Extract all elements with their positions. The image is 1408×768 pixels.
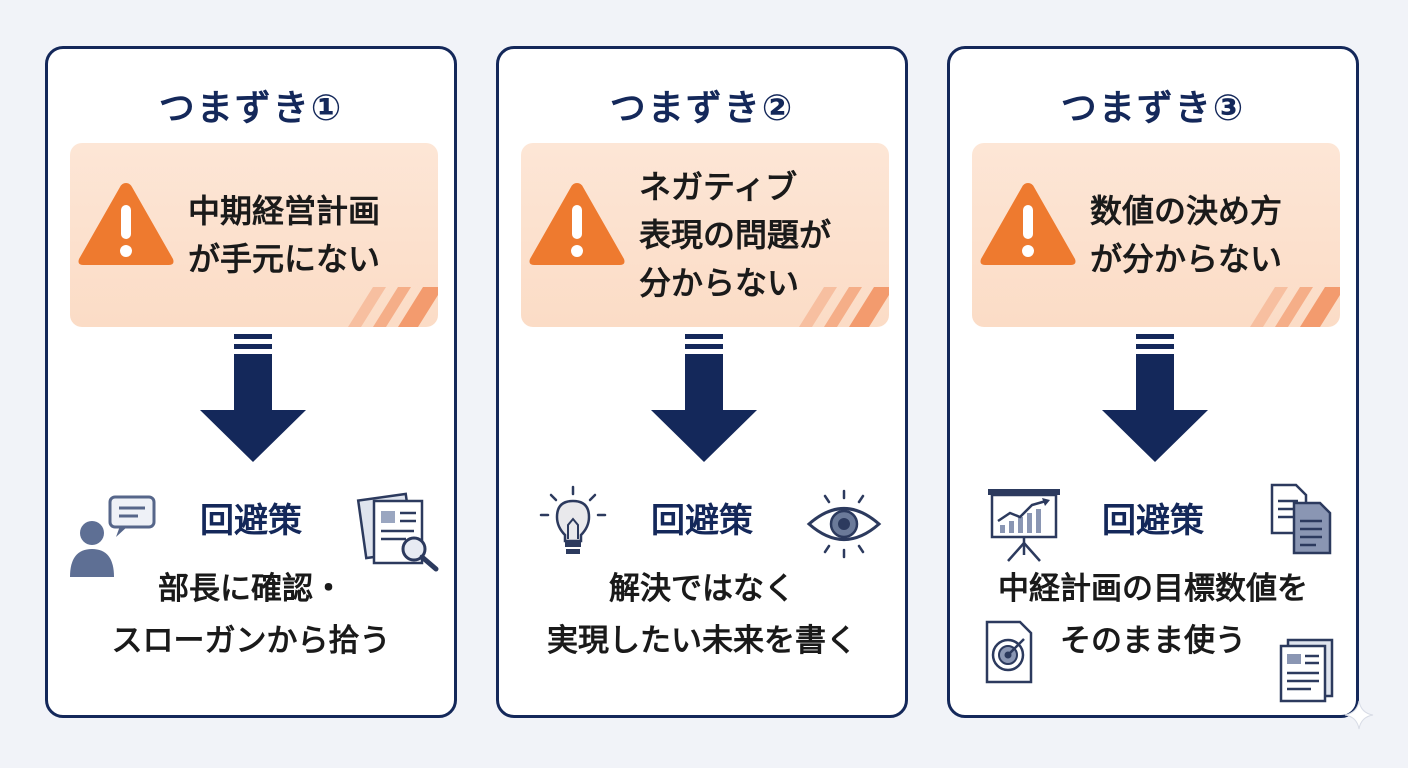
problem-text: 中期経営計画 が手元にない <box>188 192 381 278</box>
solution-label: 回避策 <box>651 501 753 541</box>
stripe-decoration <box>1250 287 1340 327</box>
problem-box: ネガティブ 表現の問題が 分からない <box>521 143 889 327</box>
card-3: つまずき③ 数値の決め方 が分からない 回避策 <box>947 46 1359 718</box>
down-arrow-icon <box>200 334 306 462</box>
card-title: つまずき③ <box>1060 88 1246 129</box>
stripe-decoration <box>799 287 889 327</box>
documents-icon <box>1270 483 1332 555</box>
target-document-icon <box>985 620 1033 684</box>
solution-label: 回避策 <box>200 501 302 541</box>
warning-icon <box>980 183 1076 265</box>
solution-text: 部長に確認・ スローガンから拾う <box>111 571 391 659</box>
problem-box: 中期経営計画 が手元にない <box>70 143 438 327</box>
eye-icon <box>806 489 882 559</box>
card-title: つまずき① <box>158 88 344 129</box>
solution-text: 中経計画の目標数値を そのまま使う <box>998 571 1308 659</box>
document-magnifier-icon <box>356 492 439 572</box>
card-1: つまずき① 中期経営計画 が手元にない 回避策 <box>45 46 457 718</box>
report-document-icon <box>1279 638 1334 703</box>
problem-text: ネガティブ 表現の問題が 分からない <box>639 168 832 302</box>
down-arrow-icon <box>1102 334 1208 462</box>
lightbulb-icon <box>539 485 607 554</box>
stripe-decoration <box>348 287 438 327</box>
card-2: つまずき② ネガティブ 表現の問題が 分からない 回避策 <box>496 46 908 718</box>
warning-icon <box>529 183 625 265</box>
sparkle-icon <box>1344 700 1374 730</box>
person-chat-icon <box>70 495 156 577</box>
presentation-chart-icon <box>988 489 1060 562</box>
card-title: つまずき② <box>609 88 795 129</box>
solution-label: 回避策 <box>1102 501 1204 541</box>
problem-box: 数値の決め方 が分からない <box>972 143 1340 327</box>
problem-text: 数値の決め方 が分からない <box>1090 192 1283 278</box>
solution-text: 解決ではなく 実現したい未来を書く <box>547 571 857 659</box>
warning-icon <box>78 183 174 265</box>
down-arrow-icon <box>651 334 757 462</box>
